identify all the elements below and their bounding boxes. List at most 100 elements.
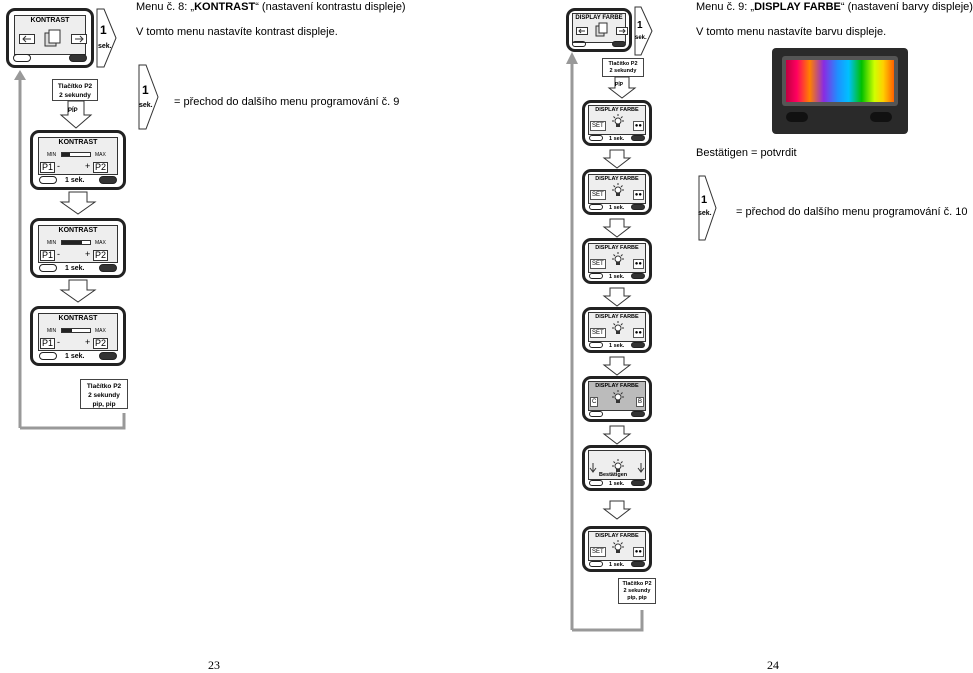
device-title: DISPLAY FARBE bbox=[595, 383, 639, 389]
light-bulb-icon bbox=[612, 321, 624, 334]
left-button bbox=[589, 342, 603, 348]
p1-key: P1 bbox=[40, 162, 56, 173]
pip-text: PÍP bbox=[68, 108, 78, 114]
light-bulb-icon bbox=[612, 390, 624, 403]
left-button bbox=[39, 352, 57, 360]
left-button bbox=[589, 480, 603, 486]
pip-arrow bbox=[607, 76, 637, 99]
left-button bbox=[39, 264, 57, 272]
device-title: DISPLAY FARBE bbox=[595, 533, 639, 539]
set-key: SET bbox=[590, 547, 606, 557]
left-button bbox=[572, 41, 586, 47]
pip-arrow bbox=[59, 100, 93, 129]
right-button bbox=[99, 352, 117, 360]
color-key: ●● bbox=[632, 190, 644, 200]
plus-label: + bbox=[85, 161, 91, 171]
duration-label: 1 sek. bbox=[65, 353, 85, 360]
kontrast-top-device: KONTRAST bbox=[6, 8, 94, 68]
left-button bbox=[589, 204, 603, 210]
right-button bbox=[631, 480, 645, 486]
p1-key: P1 bbox=[40, 338, 56, 349]
contrast-level-fill bbox=[62, 329, 72, 332]
p2-key: P2 bbox=[93, 338, 109, 349]
chevron-right-icon: 1 sek. bbox=[138, 64, 159, 130]
arrow-right-icon bbox=[71, 34, 87, 44]
svg-text:sek.: sek. bbox=[635, 35, 647, 41]
device-title: KONTRAST bbox=[58, 227, 98, 234]
contrast-level-fill bbox=[62, 241, 82, 244]
min-label: MIN bbox=[47, 328, 57, 334]
right-button bbox=[612, 41, 626, 47]
pip-text: PÍP bbox=[615, 82, 624, 88]
right-button bbox=[631, 411, 645, 417]
menu-title: Menu č. 8: „KONTRAST“ (nastavení kontras… bbox=[136, 1, 406, 13]
display-farbe-top-device: DISPLAY FARBE bbox=[566, 8, 632, 52]
device-title: DISPLAY FARBE bbox=[575, 15, 623, 21]
p2-key: P2 bbox=[93, 250, 109, 261]
down-arrow-icon bbox=[59, 191, 97, 215]
device-title: KONTRAST bbox=[30, 17, 70, 24]
rainbow-display bbox=[786, 60, 894, 102]
contrast-level-bar bbox=[61, 240, 91, 245]
left-button bbox=[13, 54, 31, 62]
device-title: DISPLAY FARBE bbox=[595, 176, 639, 182]
confirm-label: Bestätigen bbox=[599, 472, 628, 478]
button-p2-label: Tlačítko P2 2 sekundy bbox=[602, 58, 644, 77]
set-key: SET bbox=[590, 259, 606, 269]
down-arrow-icon bbox=[602, 356, 632, 376]
svg-text:sek.: sek. bbox=[698, 210, 712, 217]
svg-text:1: 1 bbox=[100, 23, 107, 37]
chevron-right-icon: 1 sek. bbox=[698, 175, 717, 241]
device-title: KONTRAST bbox=[58, 139, 98, 146]
menu-description: V tomto menu nastavíte kontrast displeje… bbox=[136, 26, 338, 38]
duration-label: 1 sek. bbox=[609, 481, 625, 487]
light-bulb-icon bbox=[612, 459, 624, 472]
down-arrow-icon bbox=[602, 218, 632, 238]
left-button bbox=[589, 135, 603, 141]
arrow-left-icon bbox=[19, 34, 35, 44]
down-arrow-icon bbox=[59, 279, 97, 303]
copy-icon bbox=[595, 22, 608, 37]
display-farbe-step-device: DISPLAY FARBE C B bbox=[582, 376, 652, 422]
transition-text: = přechod do dalšího menu programování č… bbox=[736, 206, 968, 218]
b-key: B bbox=[635, 397, 644, 407]
left-button bbox=[589, 411, 603, 417]
set-key: C bbox=[590, 397, 599, 407]
down-small-icon bbox=[589, 463, 597, 473]
right-button bbox=[631, 204, 645, 210]
p2-key: P2 bbox=[93, 162, 109, 173]
down-arrow-icon bbox=[602, 149, 632, 169]
svg-text:1: 1 bbox=[142, 83, 149, 97]
transition-text: = přechod do dalšího menu programování č… bbox=[174, 96, 400, 108]
right-button bbox=[631, 135, 645, 141]
down-small-icon bbox=[637, 463, 645, 473]
right-button bbox=[99, 176, 117, 184]
min-label: MIN bbox=[47, 152, 57, 158]
down-arrow-icon bbox=[602, 287, 632, 307]
button-p2-label: Tlačítko P2 2 sekundy bbox=[52, 79, 98, 101]
duration-label: 1 sek. bbox=[609, 274, 625, 280]
left-button bbox=[589, 273, 603, 279]
right-button bbox=[69, 54, 87, 62]
loop-arrow bbox=[14, 70, 126, 430]
device-title: KONTRAST bbox=[58, 315, 98, 322]
light-bulb-icon bbox=[612, 114, 624, 127]
page-number: 23 bbox=[208, 658, 220, 672]
color-display-photo bbox=[772, 48, 908, 134]
duration-label: 1 sek. bbox=[609, 343, 625, 349]
arrow-left-icon bbox=[576, 27, 588, 35]
svg-text:sek.: sek. bbox=[139, 102, 153, 109]
light-bulb-icon bbox=[612, 252, 624, 265]
end-button-label: Tlačítko P2 2 sekundy pip, pip bbox=[80, 379, 128, 409]
set-key: SET bbox=[590, 328, 606, 338]
device-title: DISPLAY FARBE bbox=[595, 245, 639, 251]
svg-text:1: 1 bbox=[701, 194, 707, 206]
plus-label: + bbox=[85, 249, 91, 259]
right-button bbox=[631, 342, 645, 348]
